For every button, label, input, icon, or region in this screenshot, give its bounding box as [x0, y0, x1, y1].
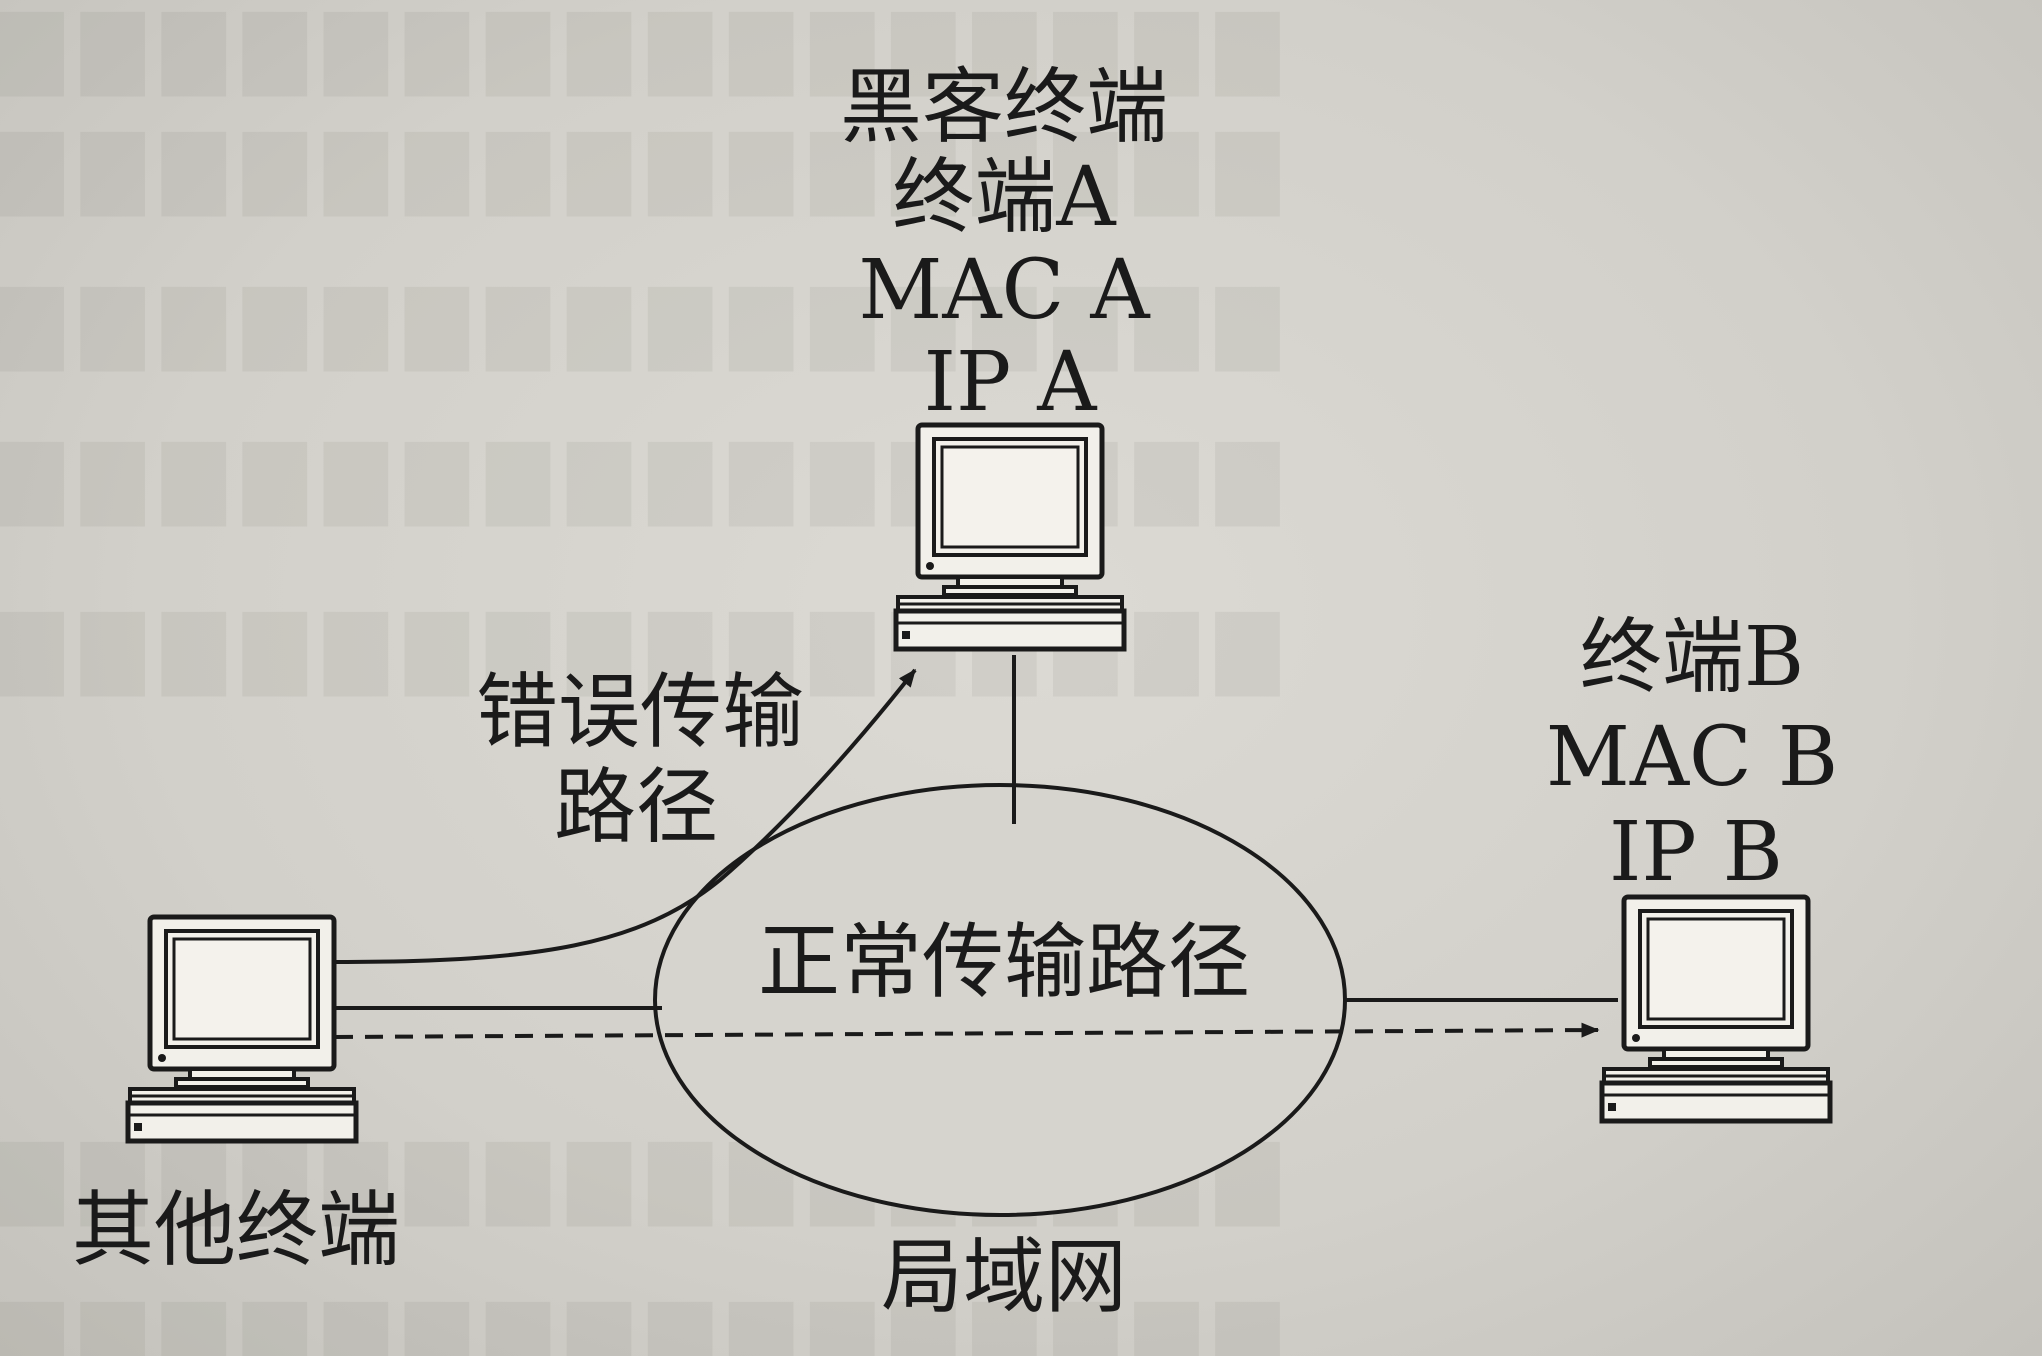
other-terminal-computer [128, 917, 356, 1141]
lan-label: 局域网 [881, 1230, 1127, 1325]
hacker-computer [896, 425, 1124, 649]
terminal-b-label-mac: MAC B [1546, 710, 1838, 805]
wrong-path-label-line2: 路径 [554, 760, 718, 855]
normal-path-label: 正常传输路径 [758, 915, 1250, 1010]
hacker-label-ip: IP A [924, 335, 1099, 430]
hacker-label-mac: MAC A [858, 243, 1151, 338]
other-terminal-label: 其他终端 [72, 1183, 400, 1278]
terminal-b-label-name: 终端B [1580, 610, 1804, 705]
wrong-path-arrow [334, 668, 917, 964]
terminal-b-label-ip: IP B [1609, 805, 1783, 900]
wrong-path-label-line1: 错误传输 [476, 665, 804, 760]
dashed-path-arrow [334, 1022, 1600, 1039]
terminal-b-computer [1602, 897, 1830, 1121]
hacker-label-title: 黑客终端 [840, 60, 1168, 155]
hacker-label-terminal: 终端A [892, 150, 1117, 245]
